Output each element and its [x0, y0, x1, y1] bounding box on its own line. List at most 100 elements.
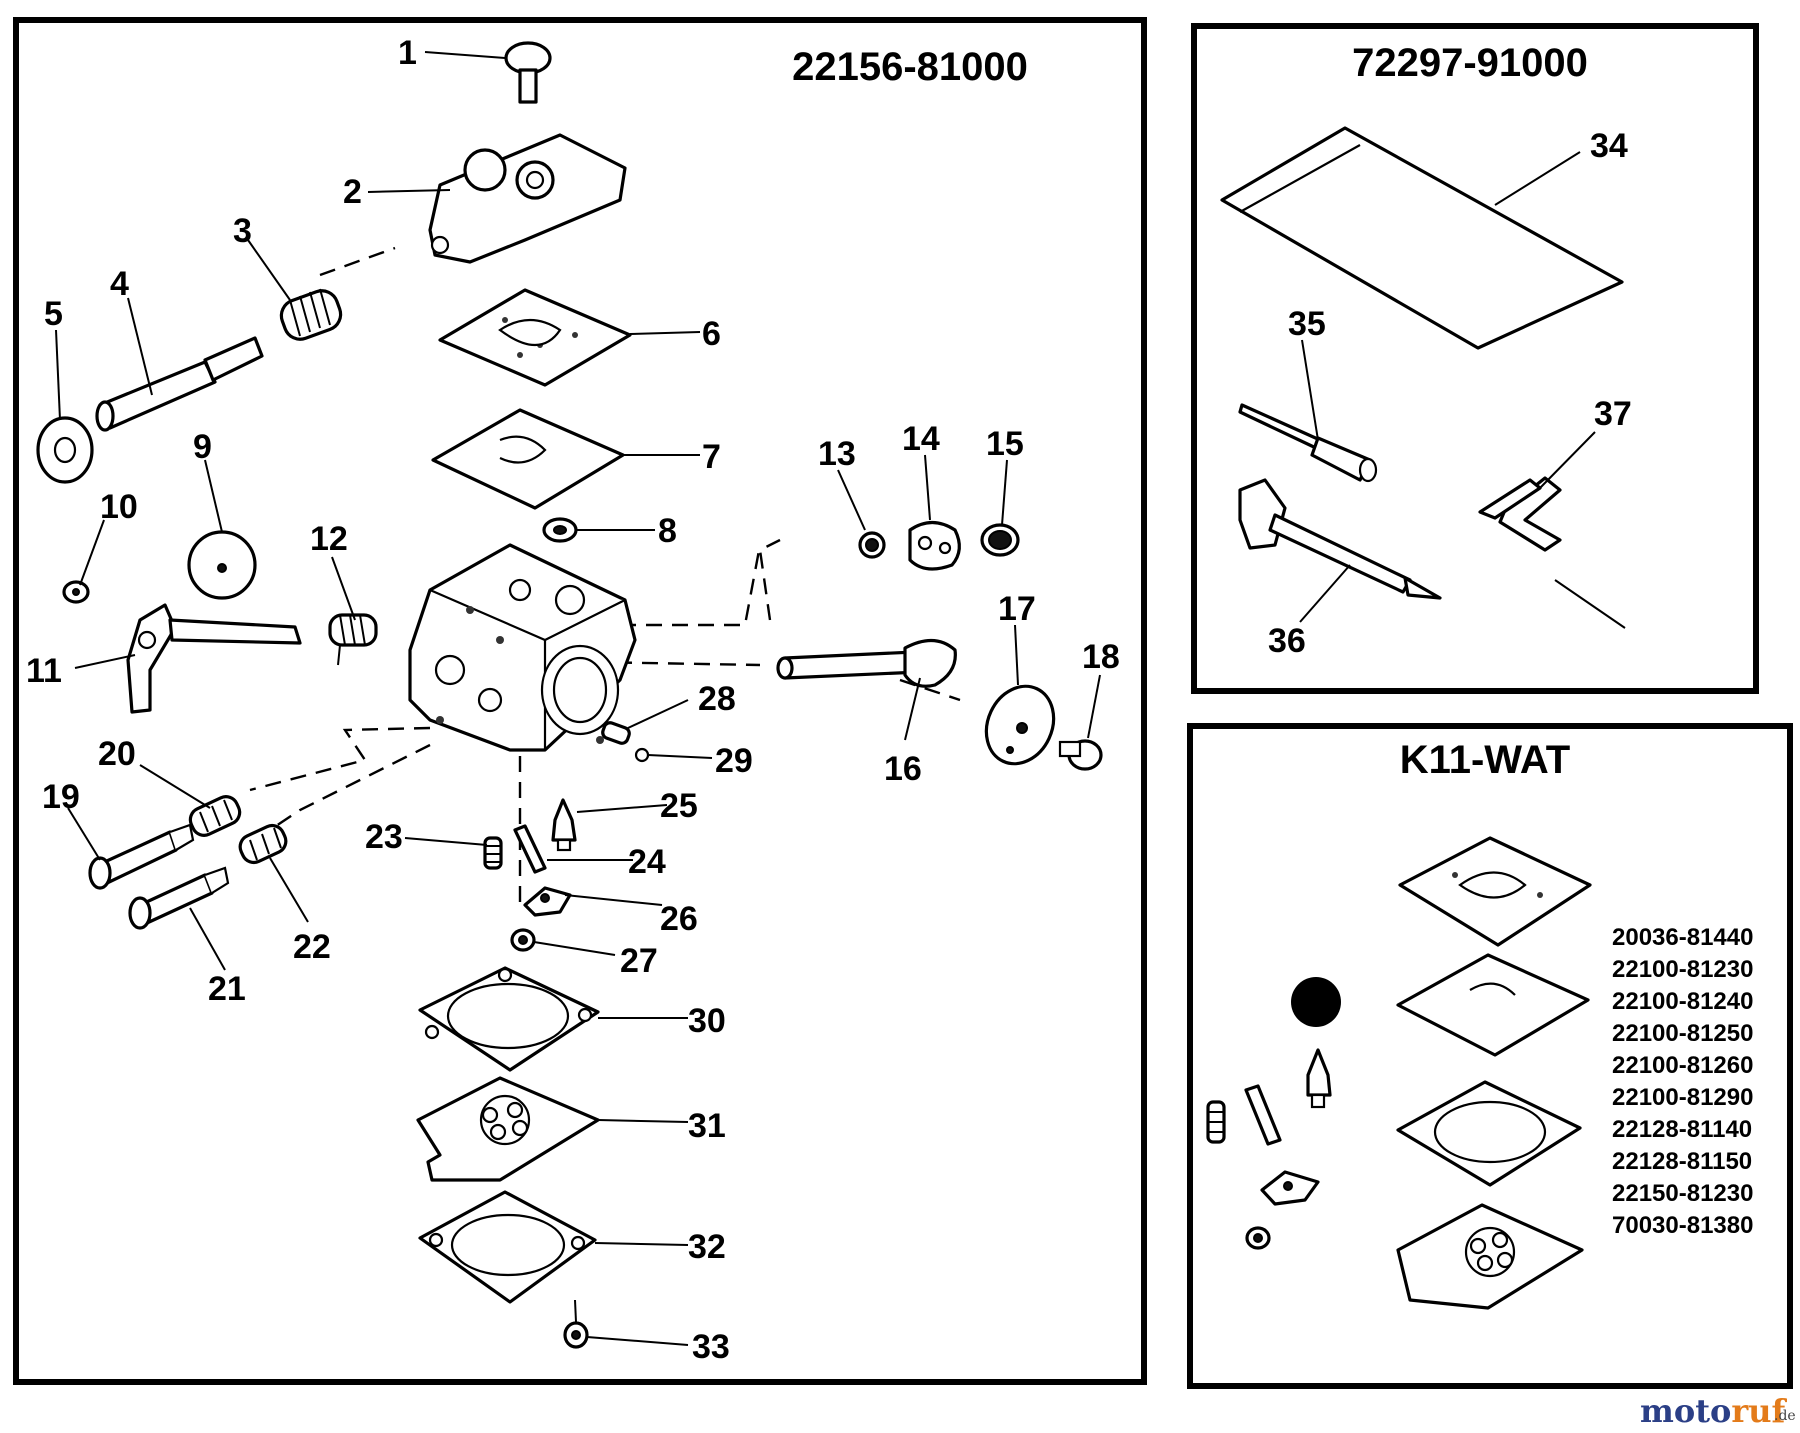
tools-panel-frame: [1191, 23, 1759, 694]
kit-part-number: 22150-81230: [1612, 1180, 1753, 1207]
callout-8: 8: [658, 512, 677, 550]
kit-part-number: 22100-81250: [1612, 1020, 1753, 1047]
callout-24: 24: [628, 843, 666, 881]
kit-gasket-1: [1398, 836, 1592, 947]
part-17-disc: [984, 684, 1056, 766]
callout-36: 36: [1268, 622, 1306, 660]
part-18-screw: [1058, 739, 1103, 771]
part-21-screw: [128, 866, 230, 930]
callout-3: 3: [233, 212, 252, 250]
kit-part-number: 22100-81240: [1612, 988, 1753, 1015]
part-15-nut: [980, 523, 1020, 557]
kit-part-number: 70030-81380: [1612, 1212, 1753, 1239]
callout-11: 11: [26, 652, 62, 690]
tools-panel: 72297-91000 34 35 36 37: [1191, 23, 1759, 694]
callout-26: 26: [660, 900, 698, 938]
part-30-gasket: [418, 966, 600, 1072]
callout-33: 33: [692, 1328, 730, 1366]
callout-10: 10: [100, 488, 138, 526]
part-22-spring: [238, 823, 288, 865]
watermark-brand-part: ruf: [1731, 1392, 1787, 1430]
callout-35: 35: [1288, 305, 1326, 343]
main-panel: 22156-81000: [13, 17, 1147, 1385]
watermark: motoruf .de: [1640, 1392, 1796, 1430]
callout-4: 4: [110, 265, 129, 303]
part-20-spring: [188, 795, 242, 837]
kit-part-number: 22128-81140: [1612, 1116, 1752, 1143]
part-2-cover: [428, 133, 627, 264]
callout-16: 16: [884, 750, 922, 788]
part-14-gasket: [908, 520, 961, 571]
part-27-screw: [510, 928, 536, 952]
part-28-spring: [601, 721, 631, 745]
part-3-spring: [279, 288, 343, 341]
kit-panel-frame: [1187, 723, 1793, 1389]
callout-27: 27: [620, 942, 658, 980]
kit-gasket-2: [1396, 1080, 1582, 1187]
kit-needle: [1306, 1048, 1332, 1109]
part-37-hex-keys: [1478, 476, 1562, 552]
part-29-ball: [634, 747, 650, 763]
callout-9: 9: [193, 428, 212, 466]
callout-6: 6: [702, 315, 721, 353]
callout-15: 15: [986, 425, 1024, 463]
kit-part-number: 22100-81260: [1612, 1052, 1753, 1079]
part-11-lever: [126, 603, 302, 714]
kit-plate: [1396, 953, 1590, 1057]
kit-pin: [1244, 1084, 1282, 1146]
callout-13: 13: [818, 435, 856, 473]
callout-19: 19: [42, 778, 80, 816]
kit-lever: [1260, 1170, 1320, 1206]
part-23-spring: [483, 836, 503, 870]
part-13-plug: [858, 531, 886, 559]
callout-37: 37: [1594, 395, 1632, 433]
callout-21: 21: [208, 970, 246, 1008]
callout-1: 1: [398, 34, 417, 72]
part-32-cover: [418, 1190, 597, 1304]
callout-32: 32: [688, 1228, 726, 1266]
callout-28: 28: [698, 680, 736, 718]
part-1-screw: [504, 41, 552, 104]
part-8-cap: [542, 517, 578, 543]
kit-part-number-list: 20036-81440 22100-81230 22100-81240 2210…: [1612, 924, 1753, 1239]
kit-ball: [1291, 977, 1341, 1027]
kit-part-number: 22100-81230: [1612, 956, 1753, 983]
watermark-brand-main: motoruf: [1640, 1392, 1787, 1430]
kit-panel-title: K11-WAT: [1400, 738, 1570, 782]
callout-18: 18: [1082, 638, 1120, 676]
part-9-disc: [187, 530, 257, 600]
callout-5: 5: [44, 295, 63, 333]
part-5-washer: [36, 416, 94, 484]
main-panel-title: 22156-81000: [792, 45, 1028, 89]
kit-part-number: 20036-81440: [1612, 924, 1753, 951]
callout-31: 31: [688, 1107, 726, 1145]
kit-spring: [1206, 1100, 1226, 1144]
main-leader-lines: [55, 51, 1101, 1346]
callout-23: 23: [365, 818, 403, 856]
part-36-wrench: [1238, 478, 1442, 600]
part-4-shaft: [95, 336, 264, 432]
part-26-lever: [523, 886, 572, 917]
part-35-screwdriver: [1238, 403, 1378, 483]
part-24-pin: [513, 824, 547, 874]
part-19-screw: [88, 823, 195, 890]
callout-30: 30: [688, 1002, 726, 1040]
callout-2: 2: [343, 173, 362, 211]
tools-panel-title: 72297-91000: [1352, 41, 1588, 85]
callout-14: 14: [902, 420, 940, 458]
part-10-nut: [62, 580, 90, 604]
main-panel-frame: [13, 17, 1147, 1385]
part-31-diaphragm: [416, 1076, 600, 1182]
callout-25: 25: [660, 787, 698, 825]
callout-29: 29: [715, 742, 753, 780]
watermark-brand-part: moto: [1640, 1392, 1731, 1430]
kit-panel: K11-WAT: [1187, 723, 1793, 1389]
kit-diaphragm: [1396, 1203, 1584, 1310]
callout-12: 12: [310, 520, 348, 558]
carburetor-body: [408, 543, 637, 752]
watermark-brand: motoruf: [1640, 1392, 1787, 1430]
callout-34: 34: [1590, 127, 1628, 165]
main-callouts: 1 2 3 4 5 6 7 8 9 10 11 12 13 14 15 16 1…: [26, 34, 1120, 1366]
watermark-suffix: .de: [1774, 1408, 1796, 1424]
